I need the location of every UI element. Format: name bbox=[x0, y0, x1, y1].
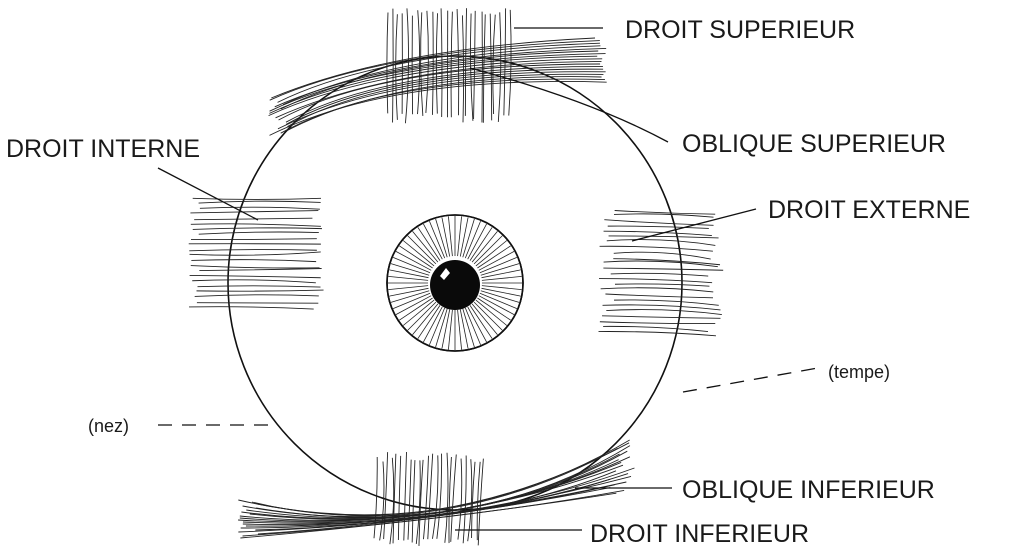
muscle-fiber bbox=[193, 228, 322, 230]
muscle-fiber bbox=[609, 236, 719, 238]
leader-tempe bbox=[683, 368, 818, 392]
muscle-fiber bbox=[451, 12, 452, 118]
muscle-fiber bbox=[602, 316, 720, 319]
muscle-fiber bbox=[600, 322, 715, 324]
label-droit-externe: DROIT EXTERNE bbox=[768, 196, 970, 224]
muscle-fiber bbox=[257, 446, 630, 516]
iris bbox=[387, 215, 523, 351]
muscle-fiber bbox=[604, 261, 718, 267]
label-droit-superieur: DROIT SUPERIEUR bbox=[625, 16, 855, 44]
muscle-fiber bbox=[199, 268, 321, 270]
muscle-fiber bbox=[189, 307, 314, 309]
oblique-superieur-muscle bbox=[269, 38, 607, 135]
muscle-fiber bbox=[374, 457, 377, 538]
muscle-fiber bbox=[445, 453, 448, 543]
muscle-fiber bbox=[191, 266, 320, 268]
muscle-fiber bbox=[603, 326, 708, 331]
muscle-fiber bbox=[607, 240, 716, 246]
muscle-fiber bbox=[472, 462, 475, 538]
oblique-inferieur-muscle bbox=[238, 440, 634, 538]
label-droit-interne: DROIT INTERNE bbox=[6, 135, 200, 163]
muscle-fiber bbox=[190, 275, 321, 277]
muscle-fiber bbox=[193, 198, 321, 199]
droit-interne-muscle bbox=[189, 198, 324, 309]
muscle-fiber bbox=[200, 207, 320, 209]
muscle-fiber bbox=[601, 288, 714, 292]
muscle-fiber bbox=[396, 14, 398, 120]
muscle-fiber bbox=[490, 14, 491, 121]
label-oblique-superieur: OBLIQUE SUPERIEUR bbox=[682, 130, 946, 158]
muscle-fiber bbox=[199, 201, 321, 203]
muscle-fiber bbox=[197, 286, 320, 287]
muscle-fiber bbox=[197, 290, 324, 291]
muscle-fiber bbox=[470, 13, 472, 120]
muscle-fiber bbox=[199, 232, 319, 234]
muscle-fiber bbox=[423, 456, 428, 539]
muscle-fiber bbox=[474, 11, 476, 119]
muscle-fiber bbox=[191, 239, 317, 240]
muscle-fiber bbox=[195, 295, 319, 297]
muscle-fiber bbox=[599, 279, 712, 283]
droit-inferieur-muscle bbox=[374, 452, 483, 546]
muscle-fiber bbox=[380, 461, 384, 540]
muscle-fiber bbox=[614, 214, 714, 217]
muscle-fiber bbox=[436, 13, 437, 113]
muscle-fiber bbox=[194, 218, 312, 220]
muscle-fiber bbox=[457, 9, 459, 115]
muscle-fiber bbox=[493, 15, 495, 114]
muscle-fiber bbox=[600, 246, 713, 251]
label-nez: (nez) bbox=[88, 416, 129, 436]
pupil bbox=[430, 260, 480, 310]
muscle-fiber bbox=[468, 459, 472, 541]
muscle-fiber bbox=[611, 273, 708, 276]
label-oblique-inferieur: OBLIQUE INFERIEUR bbox=[682, 476, 935, 504]
muscle-fiber bbox=[190, 211, 318, 213]
muscle-fiber bbox=[432, 455, 438, 538]
muscle-fiber bbox=[614, 252, 711, 259]
muscle-fiber bbox=[192, 280, 316, 283]
muscle-fiber bbox=[189, 250, 317, 251]
muscle-fiber bbox=[412, 460, 415, 542]
muscle-fiber bbox=[441, 8, 442, 117]
muscle-fiber bbox=[451, 454, 457, 541]
muscle-fiber bbox=[408, 460, 411, 540]
muscle-fiber bbox=[197, 303, 318, 304]
muscle-fiber bbox=[418, 10, 420, 114]
muscle-fiber bbox=[608, 226, 709, 228]
muscle-fiber bbox=[421, 12, 423, 116]
muscle-fiber bbox=[458, 459, 462, 540]
droit-externe-muscle bbox=[599, 211, 724, 336]
muscle-fiber bbox=[615, 284, 709, 286]
muscle-fiber bbox=[191, 224, 321, 227]
muscle-fiber bbox=[191, 260, 316, 262]
muscle-fiber bbox=[404, 452, 407, 541]
muscle-fiber bbox=[605, 294, 713, 298]
muscle-fiber bbox=[603, 305, 721, 310]
label-droit-inferieur: DROIT INFERIEUR bbox=[590, 520, 809, 548]
muscle-fiber bbox=[398, 456, 400, 540]
muscle-fiber bbox=[190, 252, 321, 255]
label-tempe: (tempe) bbox=[828, 362, 890, 382]
muscle-fiber bbox=[462, 15, 463, 122]
muscle-fiber bbox=[599, 331, 716, 335]
muscle-fiber bbox=[603, 268, 723, 270]
muscle-fiber bbox=[606, 310, 722, 315]
